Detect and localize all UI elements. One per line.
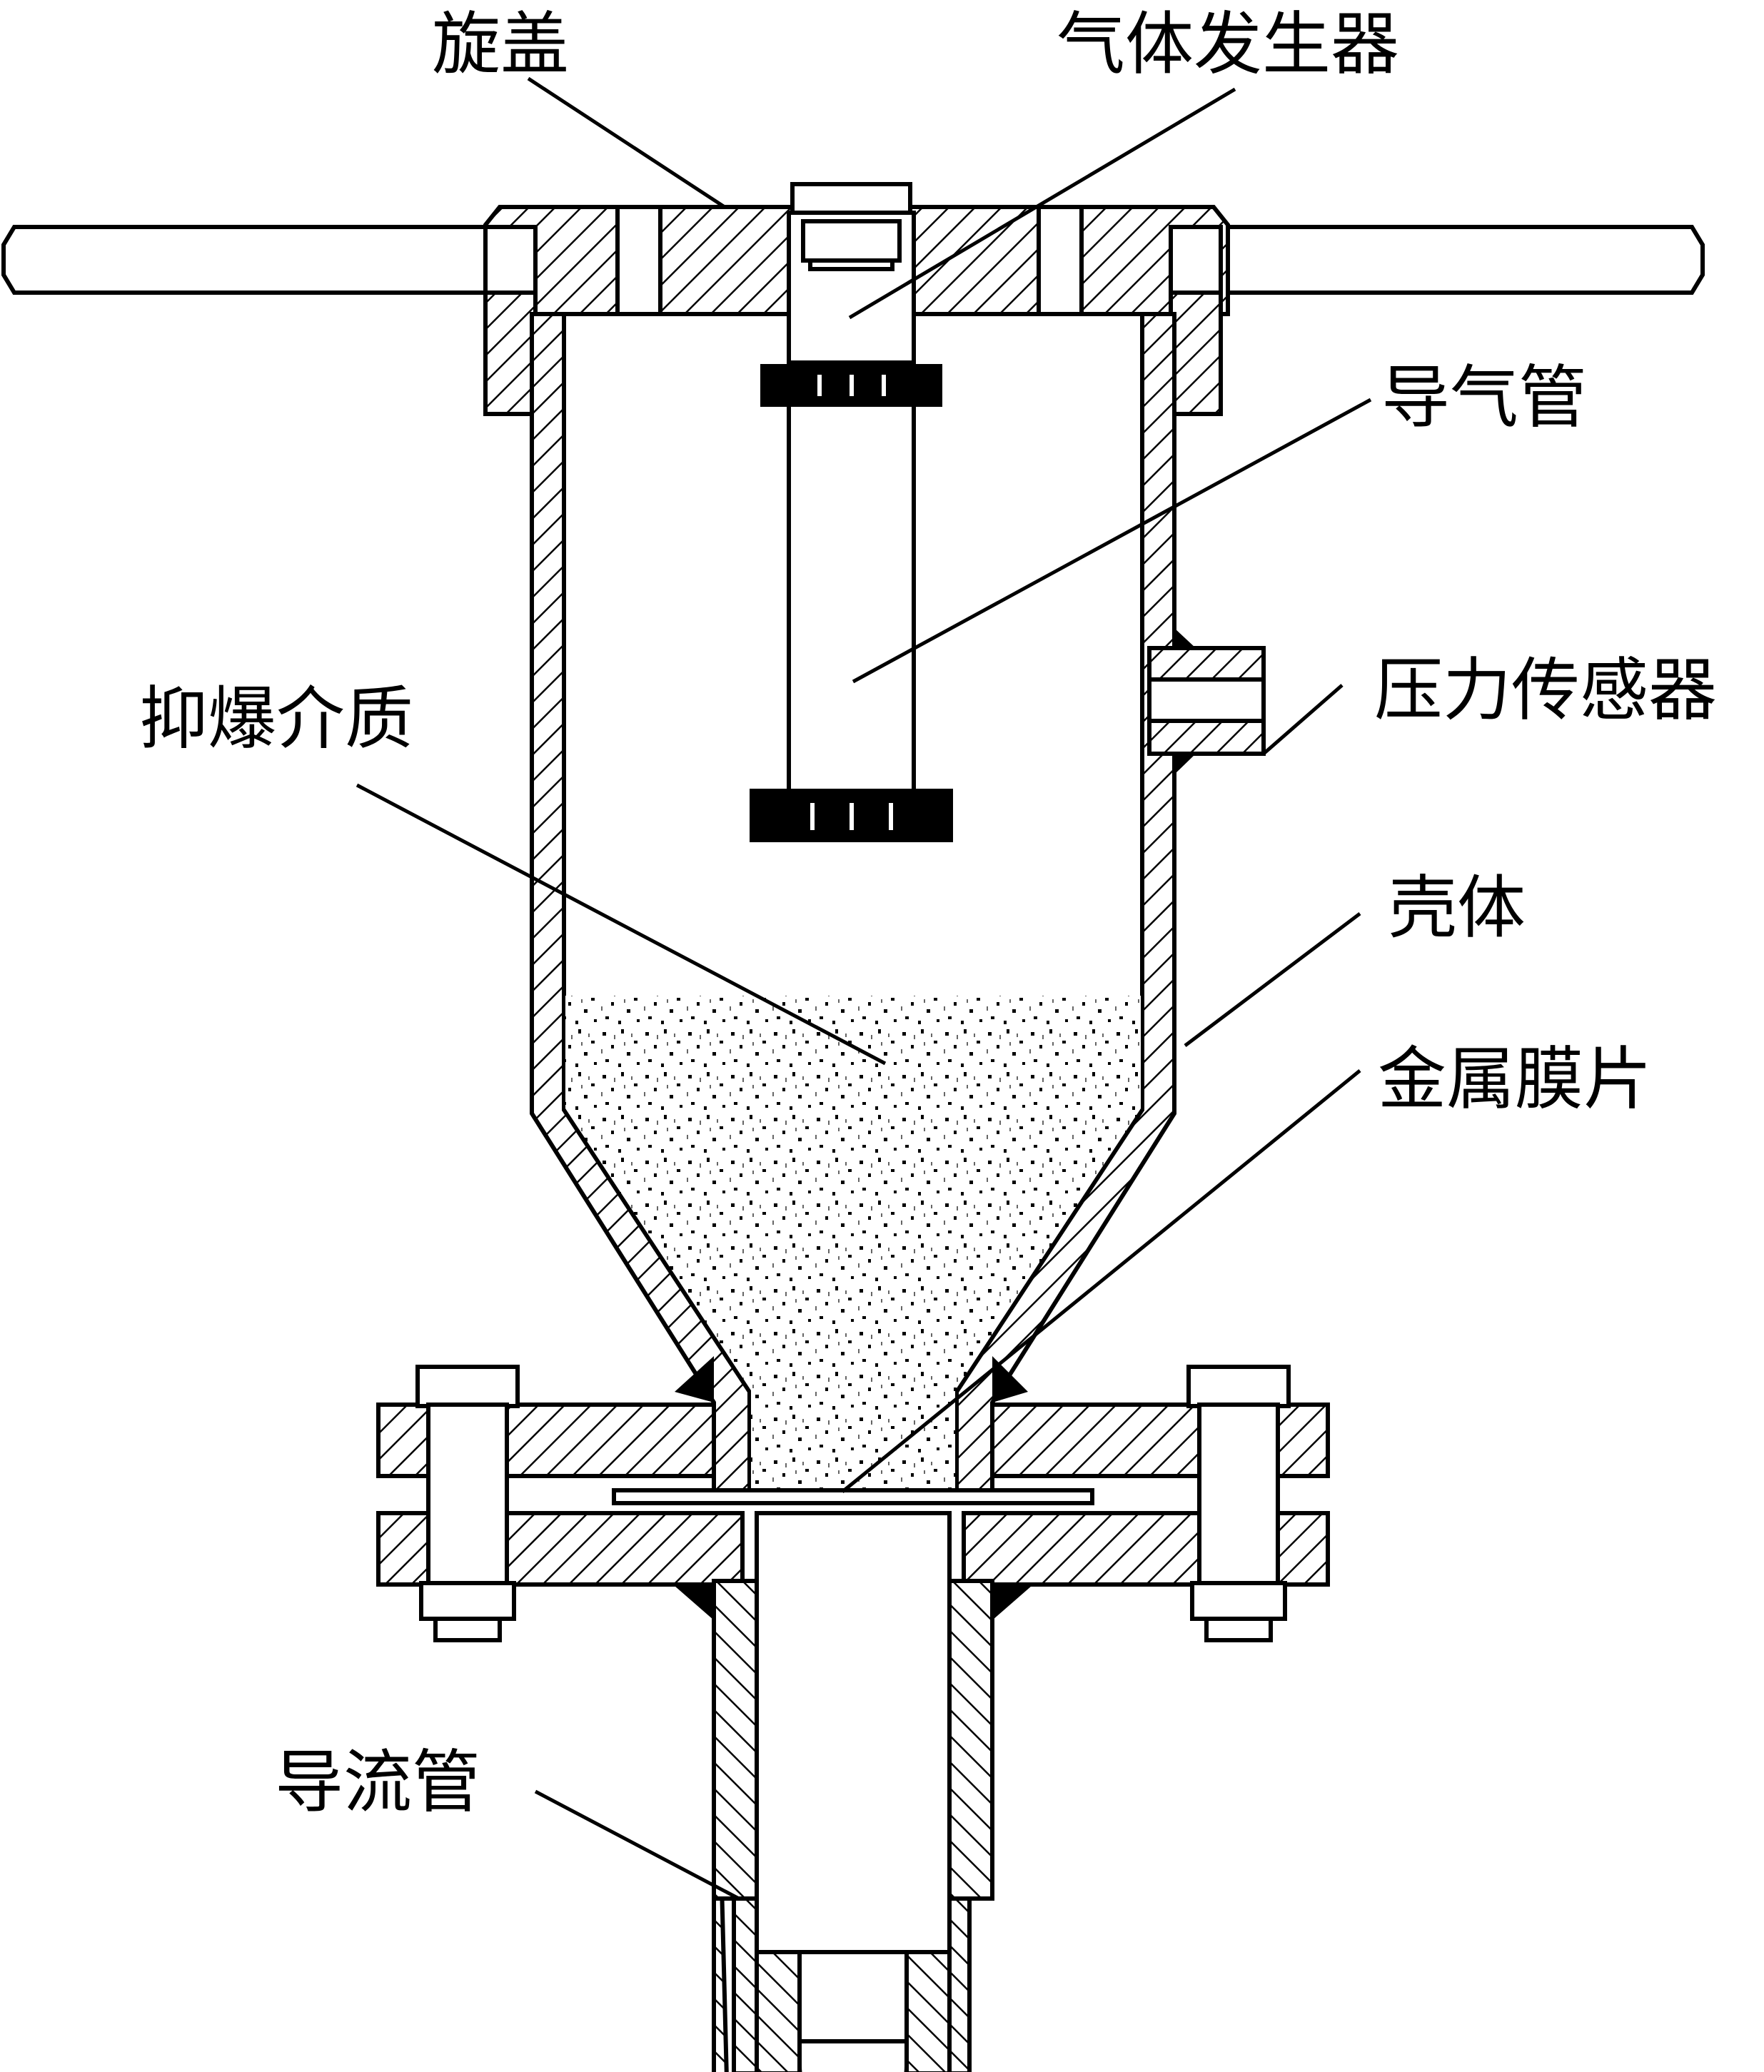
label-shell: 壳体 (1388, 868, 1526, 948)
label-pressure-sensor: 压力传感器 (1374, 650, 1717, 730)
pressure-sensor (1147, 628, 1266, 774)
gas-generator (787, 182, 916, 365)
flow-tube (675, 1511, 1032, 2072)
gas-tube (750, 360, 953, 842)
label-metal-membrane: 金属膜片 (1378, 1039, 1652, 1119)
leader-lines (356, 76, 1372, 1901)
suppression-medium (565, 996, 1141, 1492)
label-gas-tube: 导气管 (1381, 358, 1587, 438)
bolt-left (415, 1365, 520, 1642)
label-suppression-medium: 抑爆介质 (139, 679, 413, 759)
metal-membrane (612, 1488, 1094, 1505)
bolt-right (1186, 1365, 1291, 1642)
label-gas-generator: 气体发生器 (1057, 4, 1399, 84)
label-cap: 旋盖 (432, 4, 569, 84)
label-flow-tube: 导流管 (275, 1742, 480, 1822)
